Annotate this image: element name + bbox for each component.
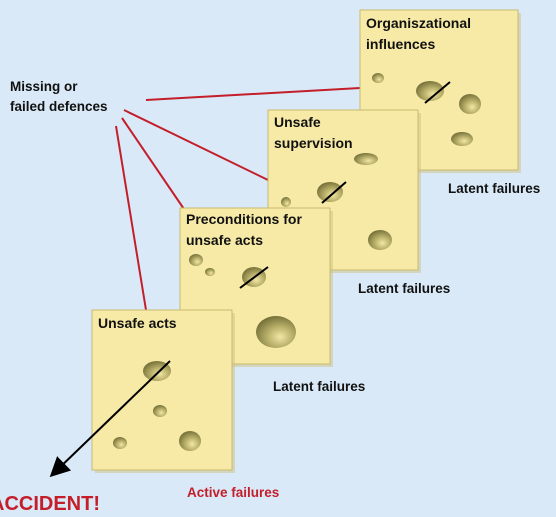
hole bbox=[354, 153, 378, 165]
defence-line-organizational bbox=[145, 87, 361, 101]
latent-failures-label-1: Latent failures bbox=[448, 181, 540, 196]
hole bbox=[416, 81, 444, 101]
slice-unsafe-supervision: Unsafe supervision bbox=[267, 109, 421, 273]
defence-line-preconditions bbox=[121, 117, 187, 213]
defence-lines bbox=[115, 87, 361, 311]
hole bbox=[205, 268, 215, 276]
hole bbox=[256, 316, 296, 348]
hole bbox=[179, 431, 201, 451]
active-failures-label: Active failures bbox=[187, 485, 279, 500]
defence-line-unsafe-acts bbox=[115, 125, 147, 311]
slice-unsafe-acts: Unsafe acts bbox=[91, 309, 235, 473]
hole bbox=[189, 254, 203, 266]
hole bbox=[281, 197, 291, 207]
hole bbox=[153, 405, 167, 417]
missing-defences-label: Missing or failed defences bbox=[10, 79, 108, 114]
slice-title: Unsafe acts bbox=[98, 315, 177, 331]
accident-label: ACCIDENT! bbox=[0, 493, 100, 515]
hole bbox=[451, 132, 473, 146]
accident-trajectory bbox=[49, 81, 451, 478]
hole bbox=[113, 437, 127, 449]
defence-line-supervision bbox=[123, 109, 269, 181]
slice-title: Organiszational influences bbox=[366, 15, 475, 52]
latent-failures-label-2: Latent failures bbox=[358, 281, 450, 296]
slice-title: Preconditions for unsafe acts bbox=[186, 211, 306, 248]
hole bbox=[368, 230, 392, 250]
hole bbox=[372, 73, 384, 83]
hole bbox=[459, 94, 481, 114]
latent-failures-label-3: Latent failures bbox=[273, 379, 365, 394]
hole bbox=[317, 182, 343, 202]
slice-title: Unsafe supervision bbox=[274, 114, 353, 151]
